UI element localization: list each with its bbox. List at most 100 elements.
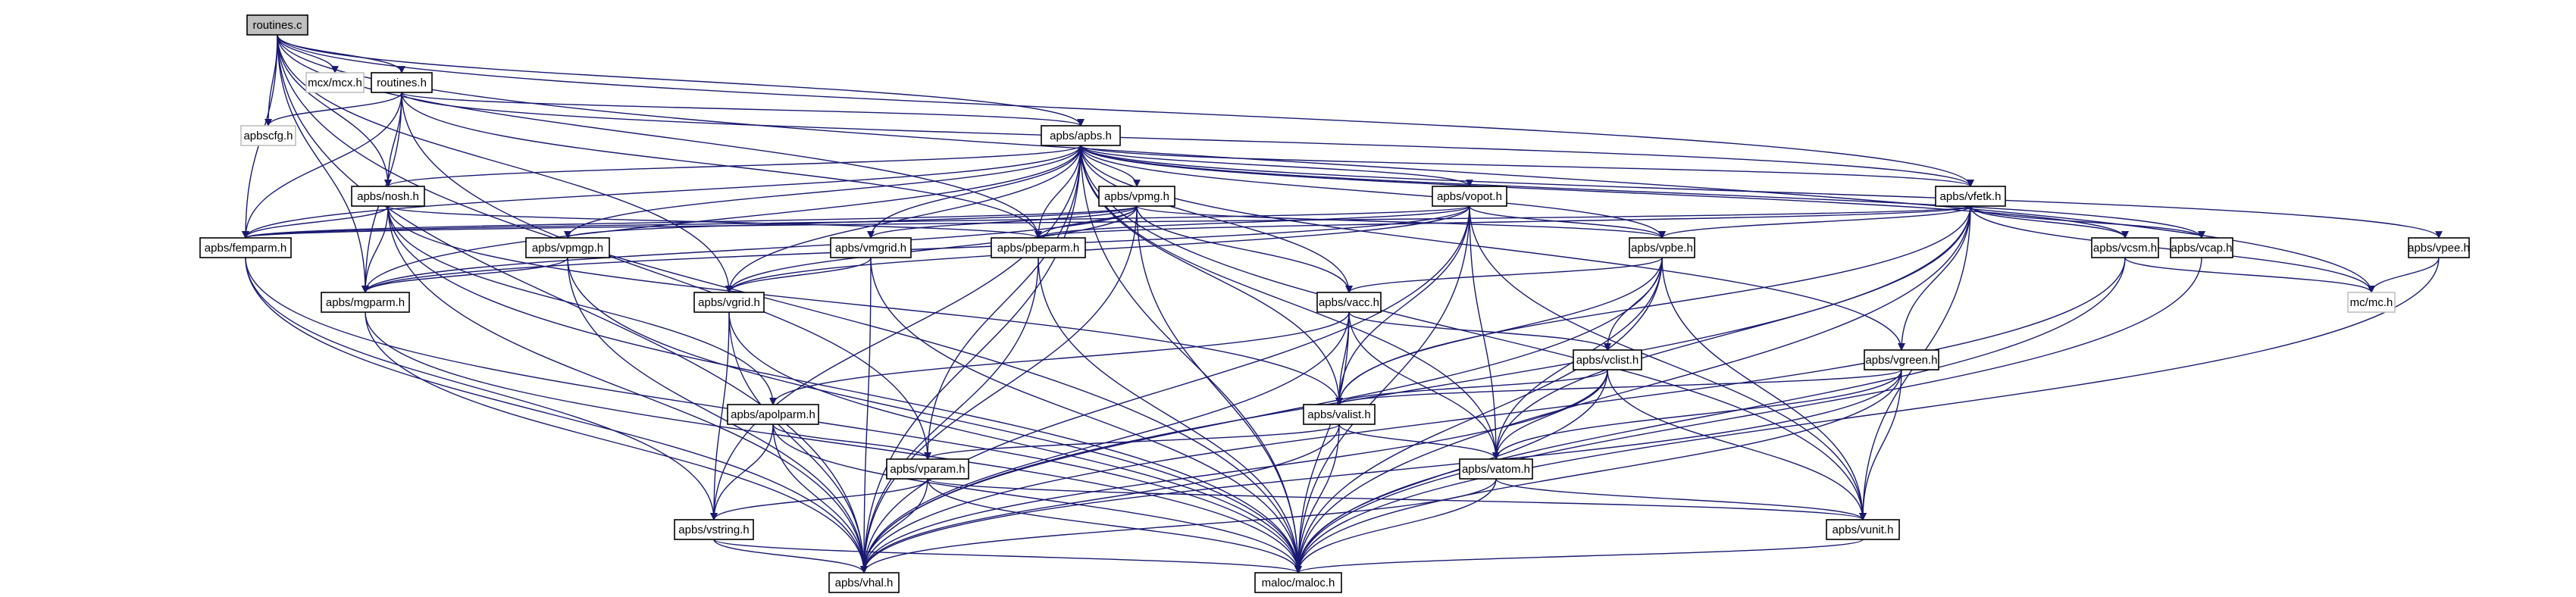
edge-apbs_h-to-vacc_h bbox=[1080, 145, 1353, 293]
node-apolparm_h[interactable]: apbs/apolparm.h bbox=[727, 404, 819, 425]
edge-vfetk_h-to-pbeparm_h bbox=[1034, 205, 1971, 239]
node-vclist_h[interactable]: apbs/vclist.h bbox=[1573, 349, 1642, 370]
edge-nosh_h-to-femparm_h bbox=[242, 205, 389, 239]
edge-vacc_h-to-vatom_h bbox=[1348, 311, 1500, 460]
node-pbeparm_h[interactable]: apbs/pbeparm.h bbox=[991, 237, 1086, 258]
edge-vpee_h-to-maloc_h bbox=[1294, 257, 2440, 574]
edge-mgparm_h-to-vhal_h bbox=[365, 311, 868, 574]
node-vatom_h[interactable]: apbs/vatom.h bbox=[1459, 458, 1533, 480]
node-box bbox=[727, 404, 819, 425]
edge-apbs_h-to-vparam_h bbox=[924, 145, 1081, 460]
node-box bbox=[199, 237, 292, 258]
edge-routines_c-to-mgparm_h bbox=[277, 34, 369, 293]
node-label: apbs/vcsm.h bbox=[2093, 242, 2157, 255]
node-routines_c[interactable]: routines.c bbox=[246, 14, 308, 36]
node-nosh_h[interactable]: apbs/nosh.h bbox=[351, 186, 425, 207]
node-vpee_h[interactable]: apbs/vpee.h bbox=[2408, 237, 2470, 258]
node-vparam_h[interactable]: apbs/vparam.h bbox=[886, 458, 969, 480]
edge-apbs_h-to-vgreen_h bbox=[1080, 145, 1905, 351]
node-mcx_h[interactable]: mcx/mcx.h bbox=[305, 72, 365, 93]
nodes-layer: routines.c mcx/mcx.h routines.h apbscfg.h ap… bbox=[199, 14, 2470, 593]
edge-vgreen_h-to-vatom_h bbox=[1492, 369, 1902, 460]
node-vgrid_h[interactable]: apbs/vgrid.h bbox=[693, 292, 765, 313]
edge-vfetk_h-to-maloc_h bbox=[1294, 205, 1971, 574]
node-maloc_h[interactable]: maloc/maloc.h bbox=[1254, 572, 1342, 593]
edge-vopot_h-to-vpbe_h bbox=[1469, 205, 1666, 239]
edge-vatom_h-to-maloc_h bbox=[1294, 478, 1497, 574]
edge-vopot_h-to-pbeparm_h bbox=[1034, 205, 1470, 239]
edge-vpmg_h-to-vpbe_h bbox=[1136, 205, 1666, 239]
node-box bbox=[1459, 458, 1533, 480]
edge-vparam_h-to-vunit_h bbox=[927, 478, 1867, 520]
edge-routines_c-to-apbscfg_h bbox=[264, 34, 278, 127]
node-box bbox=[1864, 349, 1939, 370]
edge-vpbe_h-to-vclist_h bbox=[1604, 257, 1663, 351]
edge-routines_h-to-vfetk_h bbox=[401, 92, 1974, 187]
node-label: apbs/apbs.h bbox=[1050, 130, 1112, 142]
node-box bbox=[2408, 237, 2470, 258]
node-mc_h[interactable]: mc/mc.h bbox=[2347, 292, 2396, 313]
edge-vacc_h-to-maloc_h bbox=[1294, 311, 1350, 574]
edge-vpbe_h-to-valist_h bbox=[1335, 257, 1663, 405]
node-box bbox=[305, 72, 365, 93]
node-vhal_h[interactable]: apbs/vhal.h bbox=[828, 572, 900, 593]
edge-vpmgp_h-to-maloc_h bbox=[567, 257, 1302, 574]
node-vpbe_h[interactable]: apbs/vpbe.h bbox=[1629, 237, 1695, 258]
node-vunit_h[interactable]: apbs/vunit.h bbox=[1826, 519, 1900, 540]
node-femparm_h[interactable]: apbs/femparm.h bbox=[199, 237, 292, 258]
node-vpmgp_h[interactable]: apbs/vpmgp.h bbox=[525, 237, 610, 258]
node-label: maloc/maloc.h bbox=[1262, 577, 1335, 589]
node-box bbox=[321, 292, 410, 313]
node-label: apbscfg.h bbox=[243, 130, 293, 142]
edge-vfetk_h-to-vgreen_h bbox=[1898, 205, 1971, 351]
node-valist_h[interactable]: apbs/valist.h bbox=[1303, 404, 1376, 425]
edge-vgrid_h-to-vhal_h bbox=[728, 311, 868, 574]
edge-vgreen_h-to-vhal_h bbox=[860, 369, 1902, 574]
node-apbs_h[interactable]: apbs/apbs.h bbox=[1041, 125, 1121, 146]
edge-routines_h-to-apbscfg_h bbox=[264, 92, 402, 127]
edge-routines_h-to-femparm_h bbox=[242, 92, 402, 239]
node-label: apbs/vgreen.h bbox=[1865, 354, 1937, 367]
edge-routines_h-to-apbs_h bbox=[401, 92, 1085, 127]
edge-vpbe_h-to-vacc_h bbox=[1345, 257, 1663, 293]
edge-routines_c-to-apbs_h bbox=[277, 34, 1085, 127]
node-routines_h[interactable]: routines.h bbox=[371, 72, 433, 93]
node-label: routines.c bbox=[252, 19, 302, 32]
edge-routines_c-to-vfetk_h bbox=[277, 34, 1974, 187]
edge-vacc_h-to-vclist_h bbox=[1348, 311, 1611, 351]
node-vmgrid_h[interactable]: apbs/vmgrid.h bbox=[830, 237, 912, 258]
node-vcap_h[interactable]: apbs/vcap.h bbox=[2170, 237, 2233, 258]
edge-apbs_h-to-vpee_h bbox=[1080, 145, 2443, 239]
node-vacc_h[interactable]: apbs/vacc.h bbox=[1316, 292, 1382, 313]
node-box bbox=[246, 14, 308, 36]
node-vcsm_h[interactable]: apbs/vcsm.h bbox=[2091, 237, 2159, 258]
edge-vgrid_h-to-maloc_h bbox=[728, 311, 1302, 574]
edge-vstring_h-to-vhal_h bbox=[713, 539, 868, 574]
node-label: apbs/mgparm.h bbox=[326, 296, 405, 309]
node-apbscfg_h[interactable]: apbscfg.h bbox=[240, 125, 296, 146]
node-box bbox=[1098, 186, 1175, 207]
edge-vunit_h-to-maloc_h bbox=[1294, 539, 1864, 574]
edge-routines_c-to-routines_h bbox=[277, 34, 405, 73]
node-vstring_h[interactable]: apbs/vstring.h bbox=[674, 519, 754, 540]
edge-femparm_h-to-vhal_h bbox=[245, 257, 868, 574]
node-box bbox=[1573, 349, 1642, 370]
node-mgparm_h[interactable]: apbs/mgparm.h bbox=[321, 292, 410, 313]
edge-apbs_h-to-vpmgp_h bbox=[564, 145, 1081, 239]
edge-vopot_h-to-valist_h bbox=[1335, 205, 1470, 405]
edge-vfetk_h-to-vatom_h bbox=[1492, 205, 1971, 460]
node-box bbox=[2170, 237, 2233, 258]
node-vgreen_h[interactable]: apbs/vgreen.h bbox=[1864, 349, 1939, 370]
node-vopot_h[interactable]: apbs/vopot.h bbox=[1432, 186, 1507, 207]
node-box bbox=[830, 237, 912, 258]
edge-vstring_h-to-maloc_h bbox=[713, 539, 1302, 574]
edge-pbeparm_h-to-vhal_h bbox=[860, 257, 1039, 574]
node-vpmg_h[interactable]: apbs/vpmg.h bbox=[1098, 186, 1175, 207]
edge-vatom_h-to-vhal_h bbox=[860, 478, 1497, 574]
edge-valist_h-to-vatom_h bbox=[1338, 424, 1500, 460]
node-vfetk_h[interactable]: apbs/vfetk.h bbox=[1935, 186, 2006, 207]
node-box bbox=[2347, 292, 2396, 313]
edge-vgreen_h-to-valist_h bbox=[1335, 369, 1902, 405]
edge-apolparm_h-to-vparam_h bbox=[772, 424, 931, 460]
